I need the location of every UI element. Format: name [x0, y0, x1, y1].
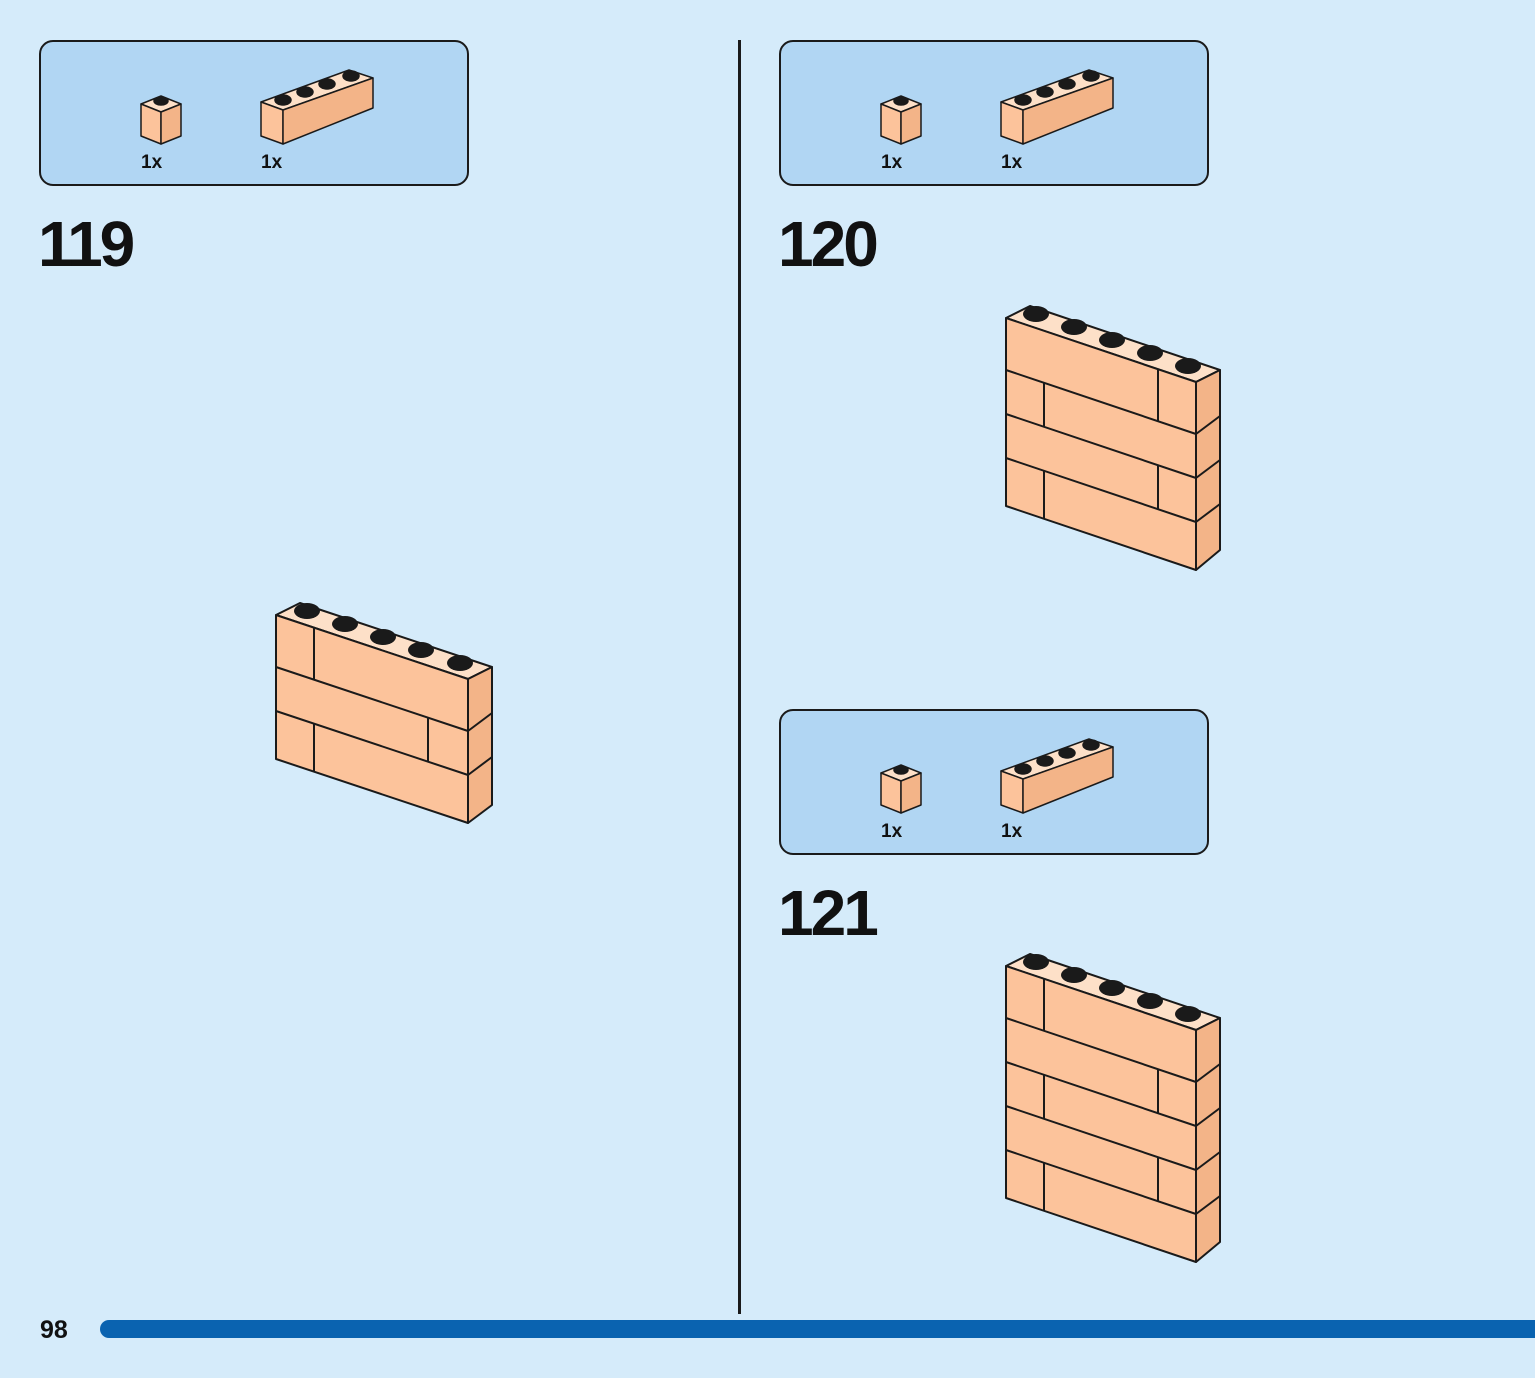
step-number: 119: [38, 208, 135, 280]
brick-1x4-icon: [260, 69, 374, 145]
column-divider: [738, 40, 741, 1314]
brick-wall-model: [275, 602, 493, 824]
progress-bar-fill: [100, 1320, 1535, 1338]
step-number: 121: [778, 877, 879, 949]
brick-1x1-icon: [880, 95, 922, 145]
part-quantity: 1x: [881, 821, 903, 842]
part-quantity: 1x: [261, 152, 283, 173]
page-number: 98: [40, 1316, 68, 1344]
brick-wall-model: [1005, 953, 1221, 1263]
parts-callout-120: 1x 1x: [779, 40, 1209, 186]
progress-bar: [100, 1320, 1535, 1338]
parts-callout-121: 1x 1x: [779, 709, 1209, 855]
brick-1x1-icon: [880, 764, 922, 814]
brick-1x4-icon: [1000, 738, 1114, 814]
part-quantity: 1x: [1001, 152, 1023, 173]
brick-1x1-icon: [140, 95, 182, 145]
part-quantity: 1x: [141, 152, 163, 173]
part-quantity: 1x: [881, 152, 903, 173]
brick-wall-model: [1005, 305, 1221, 571]
step-number: 120: [778, 208, 879, 280]
parts-callout-119: 1x 1x: [39, 40, 469, 186]
part-quantity: 1x: [1001, 821, 1023, 842]
brick-1x4-icon: [1000, 69, 1114, 145]
